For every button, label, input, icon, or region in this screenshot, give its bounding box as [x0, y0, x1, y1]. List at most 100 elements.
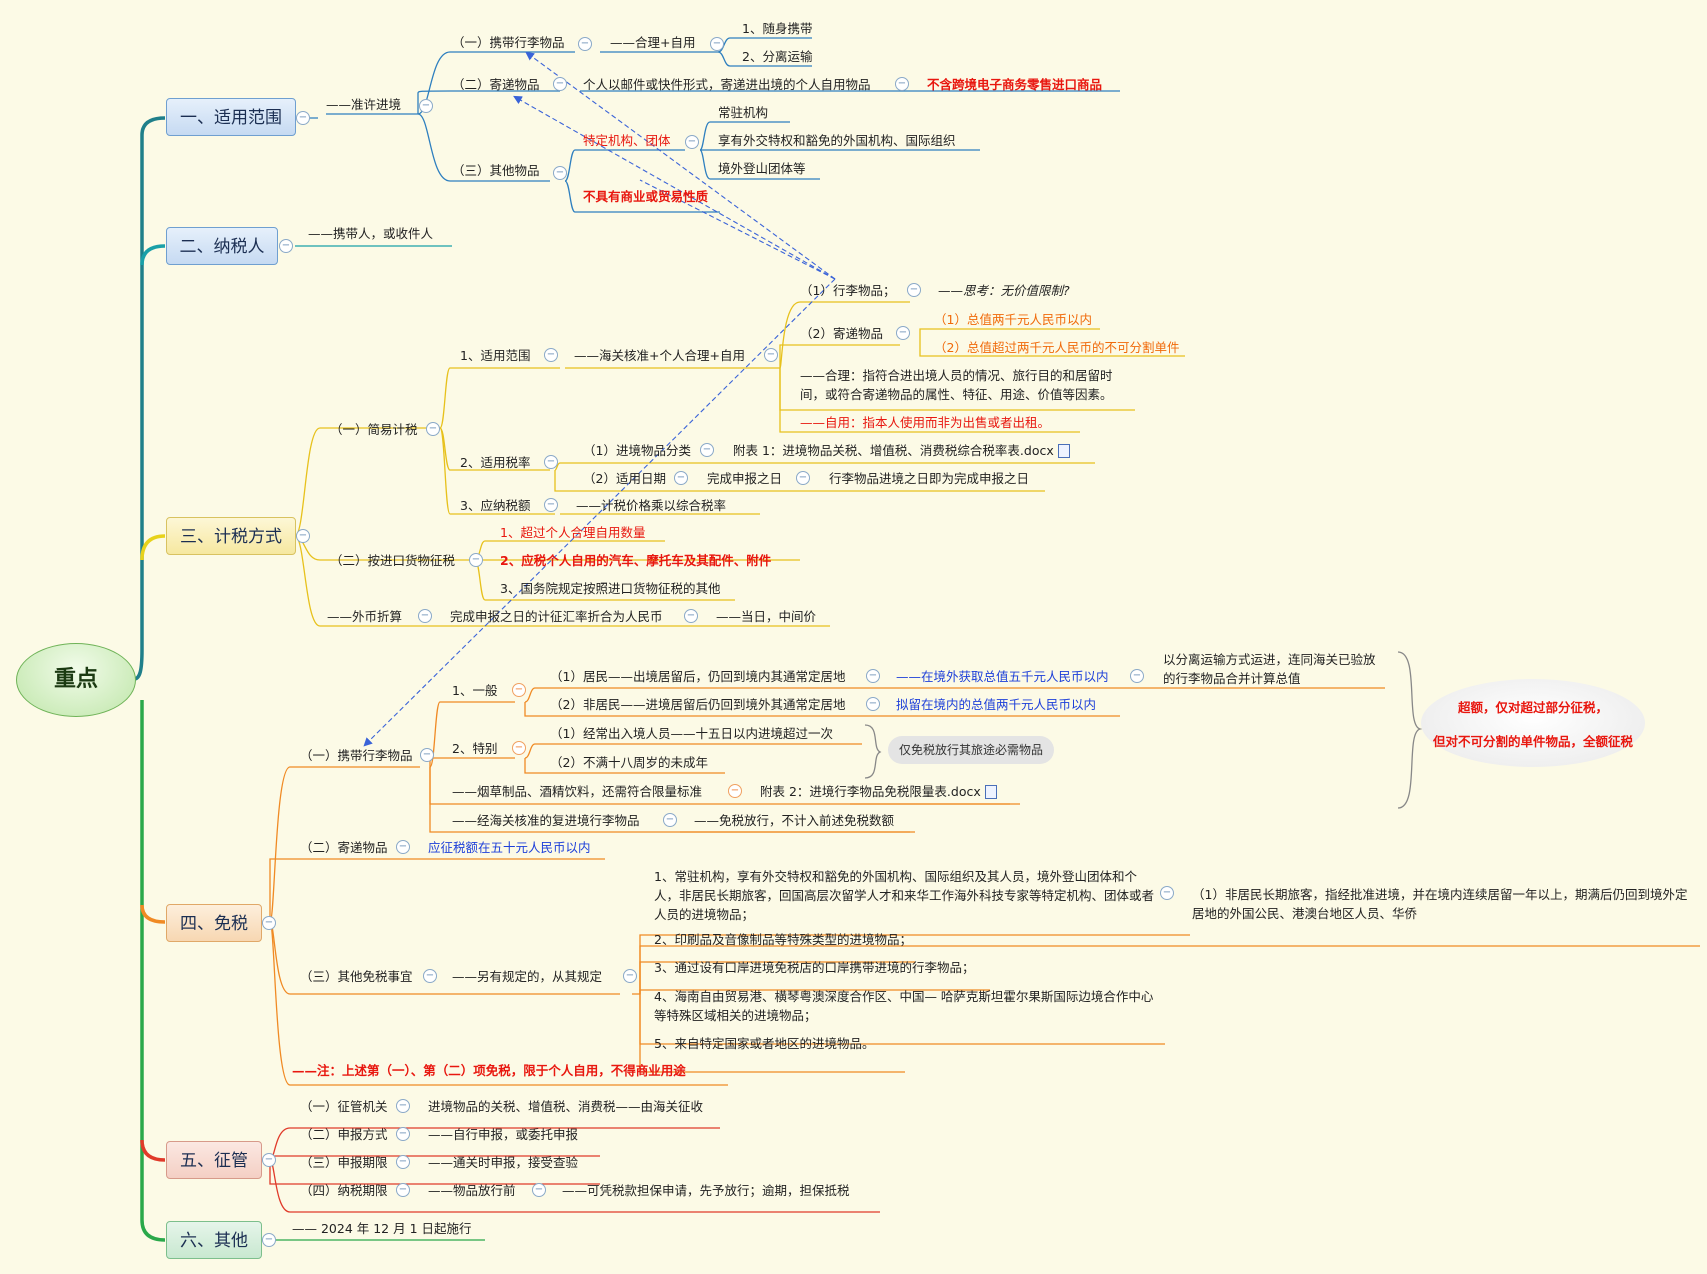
topic-node[interactable]: 2、特别: [452, 741, 498, 756]
collapse-toggle[interactable]: −: [262, 1153, 276, 1167]
collapse-toggle[interactable]: −: [710, 37, 724, 51]
topic-node[interactable]: 3、国务院规定按照进口货物征税的其他: [500, 581, 721, 596]
collapse-toggle[interactable]: −: [396, 840, 410, 854]
topic-node[interactable]: ——自用：指本人使用而非为出售或者出租。: [800, 415, 1051, 430]
topic-node[interactable]: ——注：上述第（一）、第（二）项免税，限于个人自用，不得商业用途: [292, 1063, 686, 1078]
topic-node[interactable]: ——合理+自用: [610, 35, 696, 50]
collapse-toggle[interactable]: −: [796, 471, 810, 485]
collapse-toggle[interactable]: −: [764, 348, 778, 362]
topic-node[interactable]: 以分离运输方式运进，连同海关已验放的行李物品合并计算总值: [1163, 652, 1376, 686]
collapse-toggle[interactable]: −: [296, 529, 310, 543]
topic-node[interactable]: ——自行申报，或委托申报: [428, 1127, 579, 1142]
collapse-toggle[interactable]: −: [512, 683, 526, 697]
topic-node[interactable]: 5、来自特定国家或者地区的进境物品。: [654, 1036, 875, 1051]
topic-node[interactable]: ——外币折算: [327, 609, 403, 624]
collapse-toggle[interactable]: −: [396, 1183, 410, 1197]
topic-node[interactable]: 1、超过个人合理自用数量: [500, 525, 646, 540]
collapse-toggle[interactable]: −: [907, 283, 921, 297]
topic-node[interactable]: （2）寄递物品: [800, 326, 883, 341]
topic-node[interactable]: 享有外交特权和豁免的外国机构、国际组织: [718, 133, 956, 148]
collapse-toggle[interactable]: −: [700, 443, 714, 457]
topic-node[interactable]: （一）携带行李物品: [452, 35, 565, 50]
collapse-toggle[interactable]: −: [420, 748, 434, 762]
branch-tax-method[interactable]: 三、计税方式: [166, 517, 296, 555]
collapse-toggle[interactable]: −: [728, 784, 742, 798]
topic-node[interactable]: ——烟草制品、酒精饮料，还需符合限量标准: [452, 784, 703, 799]
topic-node[interactable]: （1）进境物品分类: [583, 443, 691, 458]
collapse-toggle[interactable]: −: [1160, 886, 1174, 900]
topic-node[interactable]: 特定机构、团体: [583, 133, 671, 148]
topic-node[interactable]: ——物品放行前: [428, 1183, 516, 1198]
topic-node[interactable]: ——海关核准+个人合理+自用: [574, 348, 745, 363]
topic-node[interactable]: ——合理：指符合进出境人员的情况、旅行目的和居留时间，或符合寄递物品的属性、特征…: [800, 368, 1113, 402]
branch-administration[interactable]: 五、征管: [166, 1141, 262, 1179]
topic-node[interactable]: （2）总值超过两千元人民币的不可分割单件: [934, 340, 1180, 355]
collapse-toggle[interactable]: −: [623, 969, 637, 983]
topic-node[interactable]: 不含跨境电子商务零售进口商品: [927, 77, 1103, 92]
collapse-toggle[interactable]: −: [279, 239, 293, 253]
topic-node[interactable]: ——通关时申报，接受查验: [428, 1155, 579, 1170]
topic-node[interactable]: 1、一般: [452, 683, 498, 698]
collapse-toggle[interactable]: −: [1130, 669, 1144, 683]
branch-other[interactable]: 六、其他: [166, 1221, 262, 1259]
root-node[interactable]: 重点: [16, 643, 136, 717]
topic-node[interactable]: （四）纳税期限: [300, 1183, 388, 1198]
collapse-toggle[interactable]: −: [553, 77, 567, 91]
topic-node[interactable]: 不具有商业或贸易性质: [583, 189, 709, 204]
collapse-toggle[interactable]: −: [685, 135, 699, 149]
topic-node[interactable]: ——免税放行，不计入前述免税数额: [694, 813, 895, 828]
collapse-toggle[interactable]: −: [663, 813, 677, 827]
collapse-toggle[interactable]: −: [396, 1127, 410, 1141]
collapse-toggle[interactable]: −: [262, 1233, 276, 1247]
topic-node[interactable]: ——计税价格乘以综合税率: [576, 498, 727, 513]
topic-node[interactable]: （二）申报方式: [300, 1127, 388, 1142]
collapse-toggle[interactable]: −: [866, 669, 880, 683]
topic-node[interactable]: ——可凭税款担保申请，先予放行；逾期，担保抵税: [562, 1183, 850, 1198]
topic-node[interactable]: （1）非居民长期旅客，指经批准进境，并在境内连续居留一年以上，期满后仍回到境外定…: [1192, 887, 1688, 921]
topic-node[interactable]: （一）简易计税: [330, 422, 418, 437]
topic-node[interactable]: ——当日，中间价: [716, 609, 817, 624]
topic-node[interactable]: ——思考：无价值限制?: [938, 283, 1070, 298]
collapse-toggle[interactable]: −: [469, 553, 483, 567]
collapse-toggle[interactable]: −: [866, 697, 880, 711]
topic-node[interactable]: 完成申报之日: [707, 471, 783, 486]
topic-node[interactable]: 2、分离运输: [742, 49, 813, 64]
topic-node[interactable]: ——经海关核准的复进境行李物品: [452, 813, 640, 828]
attachment-link[interactable]: 附表 2：进境行李物品免税限量表.docx: [760, 783, 997, 801]
topic-node[interactable]: （三）其他物品: [452, 163, 540, 178]
collapse-toggle[interactable]: −: [396, 1099, 410, 1113]
topic-node[interactable]: 2、印刷品及音像制品等特殊类型的进境物品；: [654, 932, 912, 947]
topic-node[interactable]: 拟留在境内的总值两千元人民币以内: [896, 697, 1097, 712]
topic-node[interactable]: 个人以邮件或快件形式，寄递进出境的个人自用物品: [583, 77, 871, 92]
collapse-toggle[interactable]: −: [544, 348, 558, 362]
topic-node[interactable]: （三）申报期限: [300, 1155, 388, 1170]
collapse-toggle[interactable]: −: [532, 1183, 546, 1197]
topic-node[interactable]: （2）非居民——进境居留后仍回到境外其通常定居地: [550, 697, 846, 712]
topic-node[interactable]: —— 2024 年 12 月 1 日起施行: [292, 1221, 472, 1236]
topic-node[interactable]: （一）征管机关: [300, 1099, 388, 1114]
topic-node[interactable]: 2、适用税率: [460, 455, 531, 470]
topic-node[interactable]: （二）寄递物品: [300, 840, 388, 855]
topic-node[interactable]: 1、适用范围: [460, 348, 531, 363]
collapse-toggle[interactable]: −: [684, 609, 698, 623]
topic-node[interactable]: （三）其他免税事宜: [300, 969, 413, 984]
branch-exemption[interactable]: 四、免税: [166, 904, 262, 942]
topic-node[interactable]: ——另有规定的，从其规定: [452, 969, 603, 984]
collapse-toggle[interactable]: −: [553, 166, 567, 180]
topic-node[interactable]: （1）居民——出境居留后，仍回到境内其通常定居地: [550, 669, 846, 684]
collapse-toggle[interactable]: −: [423, 969, 437, 983]
attachment-link[interactable]: 附表 1：进境物品关税、增值税、消费税综合税率表.docx: [733, 442, 1070, 460]
collapse-toggle[interactable]: −: [296, 111, 310, 125]
topic-node[interactable]: 1、随身携带: [742, 21, 813, 36]
topic-node[interactable]: 常驻机构: [718, 105, 769, 120]
callout-pill[interactable]: 仅免税放行其旅途必需物品: [888, 736, 1054, 764]
topic-node[interactable]: （2）不满十八周岁的未成年: [550, 755, 708, 770]
collapse-toggle[interactable]: −: [896, 326, 910, 340]
collapse-toggle[interactable]: −: [262, 916, 276, 930]
topic-node[interactable]: （一）携带行李物品: [300, 748, 413, 763]
collapse-toggle[interactable]: −: [578, 37, 592, 51]
branch-scope[interactable]: 一、适用范围: [166, 98, 296, 136]
collapse-toggle[interactable]: −: [419, 99, 433, 113]
topic-node[interactable]: 1、常驻机构，享有外交特权和豁免的外国机构、国际组织及其人员，境外登山团体和个人…: [654, 869, 1155, 922]
topic-node[interactable]: 3、应纳税额: [460, 498, 531, 513]
